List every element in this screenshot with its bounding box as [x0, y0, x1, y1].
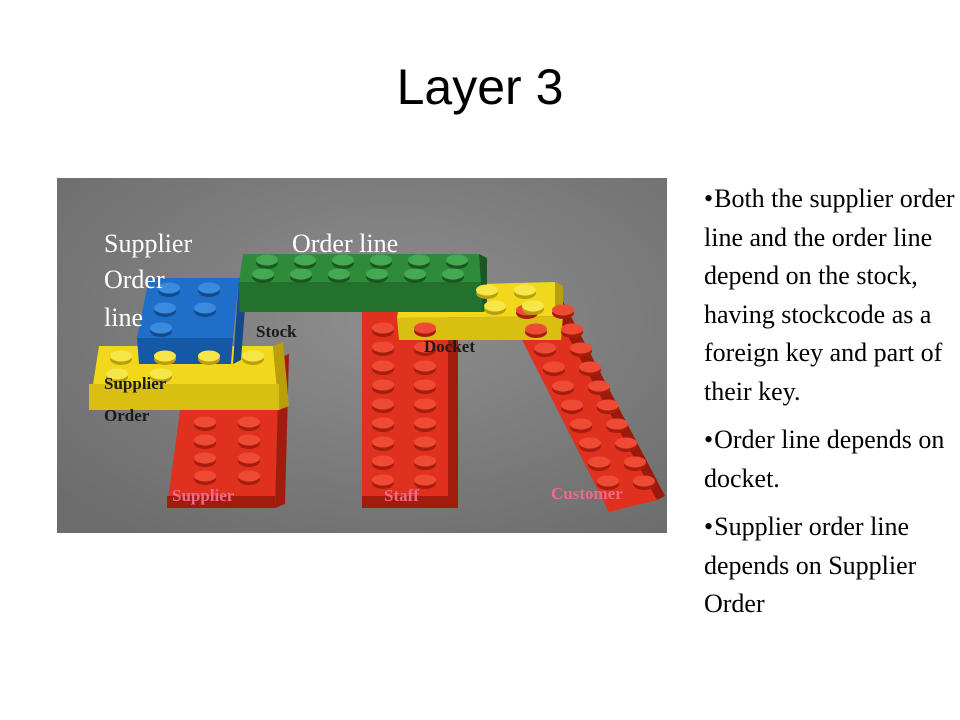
brick-stud-top	[552, 304, 574, 316]
brick-stud-top	[543, 361, 565, 373]
brick-stud-top	[624, 456, 646, 468]
supplier-order-line-label: Supplier Order line	[104, 229, 192, 332]
docket-label: Docket	[424, 337, 475, 356]
supplier-label: Supplier	[172, 486, 235, 505]
brick-stud-top	[372, 398, 394, 410]
brick-stud-top	[328, 268, 350, 280]
brick-stud-top	[238, 470, 260, 482]
brick-stud-top	[372, 322, 394, 334]
brick-stud-top	[256, 254, 278, 266]
brick-stud-top	[588, 456, 610, 468]
brick-studs	[106, 254, 655, 490]
brick-stud-top	[570, 418, 592, 430]
brick-stud-top	[588, 380, 610, 392]
brick-stud-top	[606, 418, 628, 430]
brick-stud-top	[514, 284, 536, 296]
bullet-item: •Supplier order line depends on Supplier…	[704, 512, 917, 618]
brick-stud-top	[242, 350, 264, 362]
brick-stud-top	[366, 268, 388, 280]
lego-diagram: Supplier Order line Order line Stock Doc…	[57, 178, 667, 533]
supplier-order-line-label-1: Supplier	[104, 229, 192, 258]
bullet-text: Both the supplier order line and the ord…	[704, 184, 955, 406]
brick-stud-top	[579, 361, 601, 373]
brick-stud-top	[154, 302, 176, 314]
stock-label: Stock	[256, 322, 297, 341]
brick-stud-top	[404, 268, 426, 280]
brick-stud-top	[294, 254, 316, 266]
brick-stud-top	[525, 323, 547, 335]
brick-stud-top	[198, 282, 220, 294]
brick-stud-top	[238, 452, 260, 464]
brick-stud-top	[414, 474, 436, 486]
bullet-item: •Both the supplier order line and the or…	[704, 184, 955, 406]
brick-stud-top	[633, 475, 655, 487]
brick-stud-top	[194, 434, 216, 446]
supplier-order-label-1: Supplier	[104, 374, 167, 393]
supplier-order-label-2: Order	[104, 406, 150, 425]
brick-stud-top	[522, 300, 544, 312]
brick-stud-top	[414, 322, 436, 334]
lego-diagram-svg: Supplier Order line Order line Stock Doc…	[57, 178, 667, 533]
brick-stud-top	[372, 341, 394, 353]
brick-stud-top	[561, 323, 583, 335]
bullet-item: •Order line depends on docket.	[704, 425, 945, 493]
brick-stud-top	[446, 254, 468, 266]
brick-stud-top	[414, 341, 436, 353]
customer-label: Customer	[551, 484, 623, 503]
brick-stud-top	[597, 475, 619, 487]
brick-stud-top	[570, 342, 592, 354]
brick-stud-top	[372, 455, 394, 467]
brick-stud-top	[194, 302, 216, 314]
brick-stud-top	[372, 417, 394, 429]
brick-stud-top	[597, 399, 619, 411]
brick-stud-top	[414, 398, 436, 410]
brick-stud-top	[372, 379, 394, 391]
brick-stud-top	[372, 474, 394, 486]
brick-stud-top	[414, 436, 436, 448]
brick-stud-top	[561, 399, 583, 411]
brick-stud-top	[238, 416, 260, 428]
brick-stud-top	[579, 437, 601, 449]
brick-stud-top	[372, 360, 394, 372]
brick-stud-top	[552, 380, 574, 392]
brick-stud-top	[252, 268, 274, 280]
brick-stud-top	[194, 452, 216, 464]
brick-stud-top	[414, 417, 436, 429]
brick-stud-top	[534, 342, 556, 354]
brick-stud-top	[408, 254, 430, 266]
brick-stud-top	[414, 455, 436, 467]
brick-stud-top	[238, 434, 260, 446]
supplier-order-brick	[89, 342, 289, 410]
supplier-order-line-label-3: line	[104, 303, 143, 332]
brick-stud-top	[158, 282, 180, 294]
brick-stud-top	[194, 470, 216, 482]
brick-stud-top	[414, 379, 436, 391]
brick-stud-top	[615, 437, 637, 449]
staff-label: Staff	[384, 486, 419, 505]
slide-title: Layer 3	[396, 59, 564, 115]
brick-stud-top	[194, 416, 216, 428]
brick-stud-top	[106, 368, 128, 380]
bullet-text: Order line depends on docket.	[704, 425, 945, 493]
brick-stud-top	[372, 436, 394, 448]
brick-stud-top	[484, 300, 506, 312]
brick-stud-top	[476, 284, 498, 296]
brick-stud-top	[442, 268, 464, 280]
order-line-label: Order line	[292, 229, 398, 258]
brick-stud-top	[332, 254, 354, 266]
brick-stud-top	[370, 254, 392, 266]
brick-stud-top	[154, 350, 176, 362]
supplier-order-line-label-2: Order	[104, 265, 165, 294]
brick-stud-top	[414, 360, 436, 372]
brick-stud-top	[110, 350, 132, 362]
brick-stud-top	[290, 268, 312, 280]
brick-stud-top	[150, 368, 172, 380]
brick-stud-top	[150, 322, 172, 334]
bullet-text: Supplier order line depends on Supplier …	[704, 512, 917, 618]
brick-stud-top	[198, 350, 220, 362]
bullet-list: •Both the supplier order line and the or…	[704, 180, 956, 634]
